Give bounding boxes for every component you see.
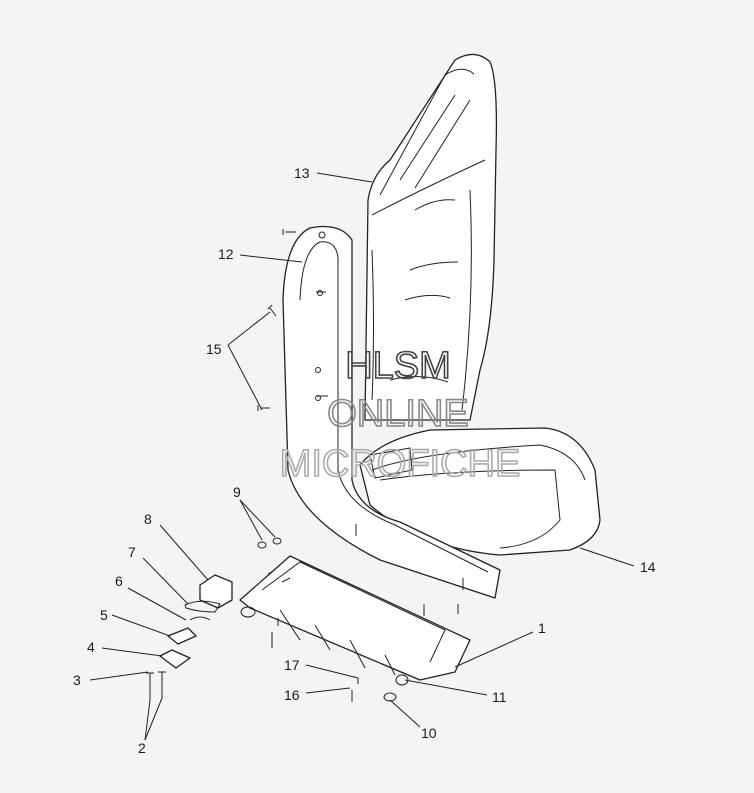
callout-12: 12 (218, 246, 234, 262)
small-parts (146, 574, 233, 700)
callout-17: 17 (284, 657, 300, 673)
watermark-line2: ONLINE (327, 393, 468, 435)
callout-7: 7 (128, 544, 136, 560)
callout-3: 3 (73, 672, 81, 688)
callout-9: 9 (233, 484, 241, 500)
callout-8: 8 (144, 511, 152, 527)
callout-5: 5 (100, 607, 108, 623)
seat-base (239, 555, 471, 681)
callout-11: 11 (492, 689, 507, 705)
callout-15: 15 (206, 341, 222, 357)
callout-10: 10 (421, 725, 437, 741)
seat-back (364, 53, 498, 421)
watermark-line3: MICROFICHE (280, 443, 521, 485)
watermark: HLSM ONLINE MICROFICHE (279, 344, 521, 486)
callout-16: 16 (284, 687, 300, 703)
callout-2: 2 (138, 740, 146, 756)
callout-6: 6 (115, 573, 123, 589)
seat-frame (282, 225, 501, 599)
callout-13: 13 (294, 165, 310, 181)
callout-1: 1 (538, 620, 546, 636)
watermark-line1: HLSM (345, 345, 451, 387)
callouts: 13 12 15 9 8 7 6 5 4 3 2 17 16 10 11 1 1… (73, 165, 656, 756)
leader-lines (89, 172, 635, 741)
callout-4: 4 (87, 639, 95, 655)
bolts-15 (257, 229, 464, 616)
hardware (240, 537, 409, 702)
callout-14: 14 (640, 559, 656, 575)
